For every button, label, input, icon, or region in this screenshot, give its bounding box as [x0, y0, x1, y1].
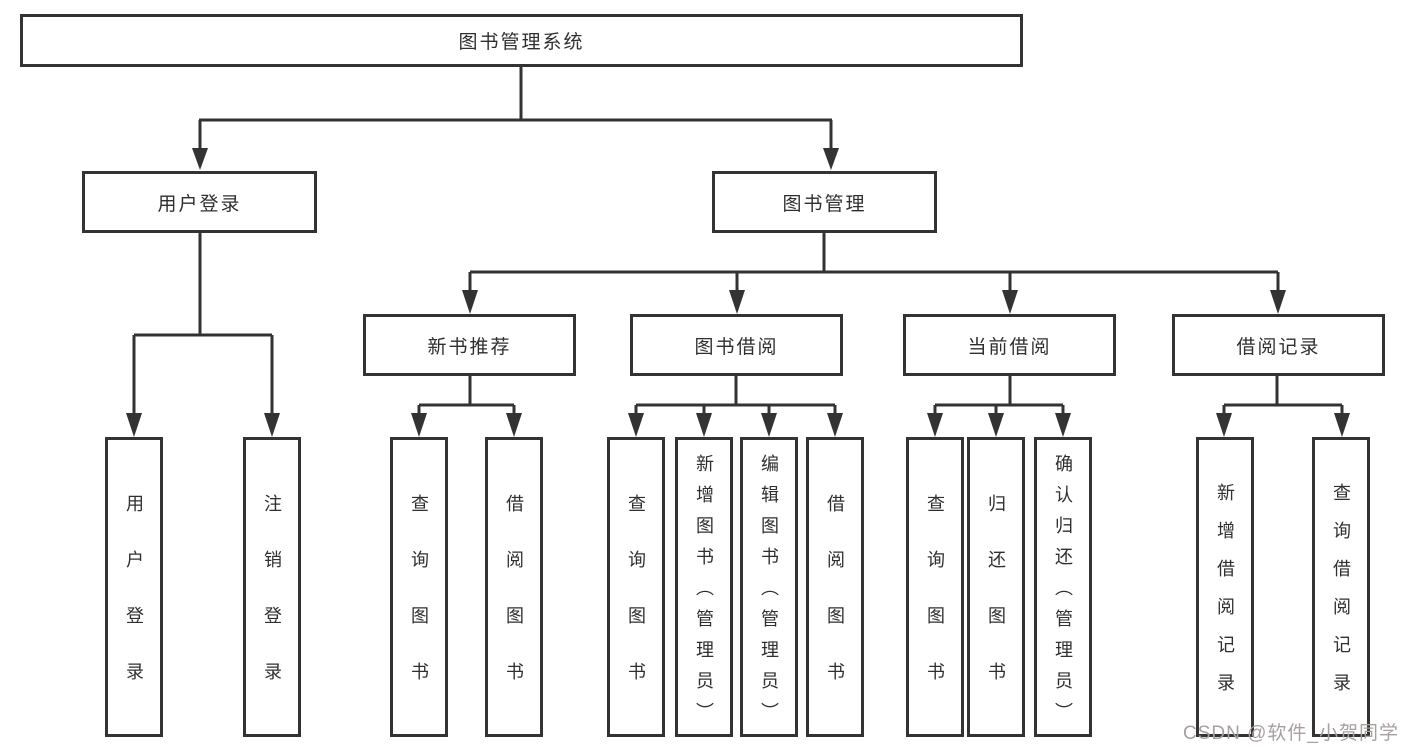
node-book-management: 图书管理: [712, 171, 937, 233]
node-label: 图书管理系统: [458, 32, 585, 53]
node-logout-leaf: 注销登录: [243, 437, 301, 737]
node-confirm-return-admin: 确认归还（管理员）: [1034, 437, 1092, 737]
arrow-down: [462, 290, 478, 314]
node-borrowing-records: 借阅记录: [1172, 314, 1385, 376]
node-user-login-leaf: 用户登录: [105, 437, 163, 737]
node-query-books: 查询图书: [390, 437, 448, 737]
node-label: 确认归还（管理员）: [1053, 454, 1073, 733]
node-label: 新增借阅记录: [1215, 483, 1235, 711]
node-label: 查询图书: [925, 494, 945, 718]
node-label: 图书借阅: [694, 336, 779, 358]
arrow-down: [1334, 413, 1350, 437]
node-query-books-3: 查询图书: [906, 437, 964, 737]
node-borrow-books: 借阅图书: [485, 437, 543, 737]
node-label: 新书推荐: [427, 336, 512, 358]
node-edit-books-admin: 编辑图书（管理员）: [740, 437, 798, 737]
arrow-down: [696, 413, 712, 437]
arrow-down: [411, 413, 427, 437]
node-add-borrow-record: 新增借阅记录: [1196, 437, 1254, 737]
node-label: 新增图书（管理员）: [694, 454, 714, 733]
node-label: 用户登录: [124, 494, 144, 718]
node-user-login: 用户登录: [82, 171, 317, 233]
arrow-down: [823, 148, 839, 170]
arrow-down: [761, 413, 777, 437]
arrow-down: [827, 413, 843, 437]
arrow-down: [1216, 413, 1232, 437]
arrow-down: [1055, 413, 1071, 437]
node-label: 借阅图书: [825, 494, 845, 718]
node-label: 查询借阅记录: [1331, 483, 1351, 711]
node-label: 查询图书: [409, 494, 429, 718]
csdn-watermark: CSDN @软件_小贺同学: [1183, 723, 1399, 744]
node-label: 查询图书: [626, 494, 646, 718]
node-borrow-books-2: 借阅图书: [806, 437, 864, 737]
node-add-books-admin: 新增图书（管理员）: [675, 437, 733, 737]
arrow-down: [988, 413, 1004, 437]
node-library-management-system: 图书管理系统: [20, 14, 1023, 67]
node-return-books: 归还图书: [967, 437, 1025, 737]
node-label: 用户登录: [157, 193, 242, 215]
node-label: 当前借阅: [967, 336, 1052, 358]
node-new-book-recommend: 新书推荐: [363, 314, 576, 376]
node-label: 图书管理: [782, 193, 867, 215]
node-label: 编辑图书（管理员）: [759, 454, 779, 733]
arrow-down: [506, 413, 522, 437]
node-label: 借阅记录: [1236, 336, 1321, 358]
arrow-down: [1002, 290, 1018, 314]
arrow-down: [192, 148, 208, 170]
arrow-down: [729, 290, 745, 314]
node-label: 注销登录: [262, 494, 282, 718]
node-label: 借阅图书: [504, 494, 524, 718]
arrow-down: [126, 413, 142, 437]
node-current-borrowing: 当前借阅: [903, 314, 1116, 376]
arrow-down: [264, 413, 280, 437]
arrow-down: [1270, 290, 1286, 314]
node-label: 归还图书: [986, 494, 1006, 718]
node-query-books-2: 查询图书: [607, 437, 665, 737]
arrow-down: [927, 413, 943, 437]
node-query-borrow-record: 查询借阅记录: [1312, 437, 1370, 737]
node-book-borrowing: 图书借阅: [630, 314, 843, 376]
arrow-down: [628, 413, 644, 437]
